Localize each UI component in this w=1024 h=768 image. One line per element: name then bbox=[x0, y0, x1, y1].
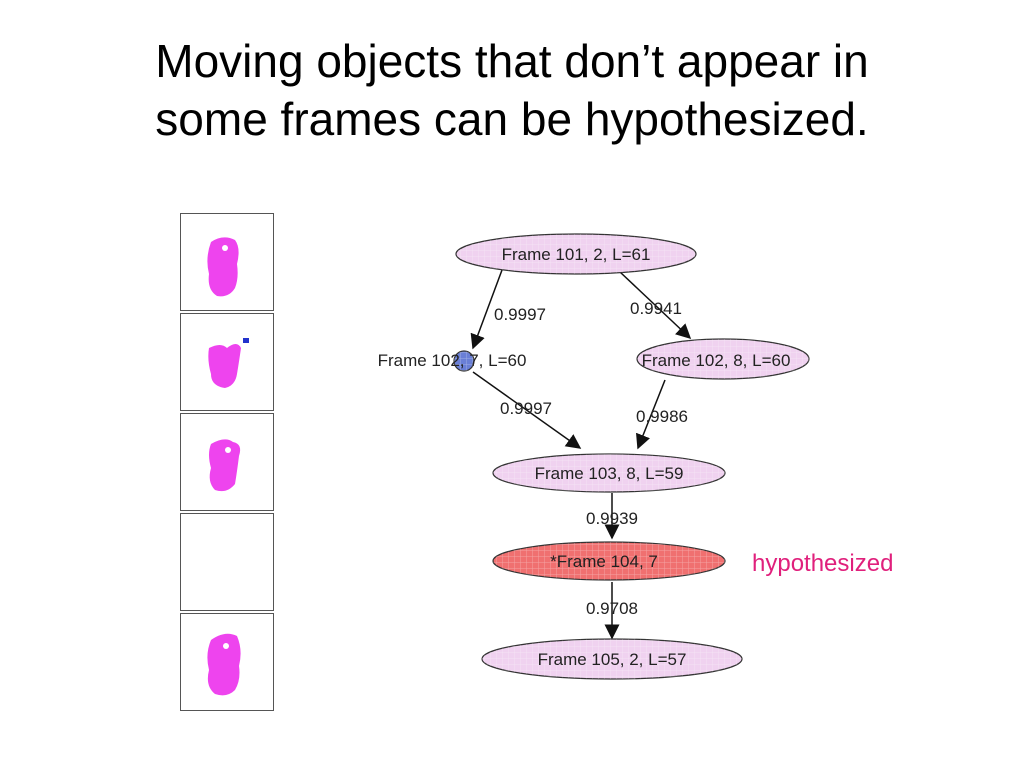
frame-thumbnail bbox=[180, 413, 274, 511]
frame-strip bbox=[180, 213, 274, 713]
edge-weight-102b-103: 0.9986 bbox=[636, 407, 688, 426]
frame-thumbnail bbox=[180, 613, 274, 711]
edge-weight-101-102a: 0.9997 bbox=[494, 305, 546, 324]
frame-5-image bbox=[207, 633, 241, 696]
edge-weight-103-104: 0.9939 bbox=[586, 509, 638, 528]
frame-1-image bbox=[207, 237, 239, 297]
blob-hole bbox=[223, 643, 229, 649]
blob-hole bbox=[222, 245, 228, 251]
slide-title: Moving objects that don’t appear in some… bbox=[0, 32, 1024, 148]
node-frame-102b-texture bbox=[637, 339, 809, 379]
frame-thumbnail bbox=[180, 313, 274, 411]
node-label-frame-101: Frame 101, 2, L=61 bbox=[502, 245, 651, 264]
node-frame-103-texture bbox=[493, 454, 725, 492]
blob-hole bbox=[225, 447, 231, 453]
node-frame-101-texture bbox=[456, 234, 696, 274]
edge-102a-103 bbox=[472, 371, 582, 449]
hypothesized-annotation: hypothesized bbox=[752, 550, 894, 577]
moving-object-blob bbox=[207, 633, 241, 696]
tracking-graph: Frame 101, 2, L=61 Frame 102, 7, L=60 Fr… bbox=[378, 233, 810, 680]
title-line-1: Moving objects that don’t appear in bbox=[155, 35, 869, 87]
node-label-frame-105: Frame 105, 2, L=57 bbox=[538, 650, 687, 669]
node-frame-102a-texture bbox=[454, 351, 474, 371]
edge-102b-103 bbox=[636, 379, 666, 450]
node-label-frame-102a: Frame 102, 7, L=60 bbox=[378, 351, 527, 370]
node-frame-105-texture bbox=[482, 639, 742, 679]
node-frame-104-texture bbox=[493, 542, 725, 580]
frame-thumbnail bbox=[180, 213, 274, 311]
title-line-2: some frames can be hypothesized. bbox=[155, 93, 869, 145]
frame-thumbnail-empty bbox=[180, 513, 274, 611]
graph-nodes bbox=[453, 233, 810, 680]
edge-101-102a bbox=[470, 269, 503, 350]
edge-weight-102a-103: 0.9997 bbox=[500, 399, 552, 418]
moving-object-blob bbox=[209, 439, 241, 492]
edge-weight-104-105: 0.9708 bbox=[586, 599, 638, 618]
edge-weight-101-102b: 0.9941 bbox=[630, 299, 682, 318]
frame-3-image bbox=[209, 439, 241, 492]
node-label-frame-104: *Frame 104, 7 bbox=[550, 552, 658, 571]
graph-edges bbox=[470, 269, 692, 640]
node-label-frame-102b: Frame 102, 8, L=60 bbox=[642, 351, 791, 370]
node-label-frame-103: Frame 103, 8, L=59 bbox=[535, 464, 684, 483]
secondary-blob bbox=[243, 338, 249, 343]
edge-101-102b bbox=[619, 271, 692, 340]
moving-object-blob bbox=[207, 237, 239, 297]
node-labels: Frame 101, 2, L=61 Frame 102, 7, L=60 Fr… bbox=[378, 245, 791, 669]
frame-2-image bbox=[208, 338, 249, 388]
moving-object-blob bbox=[208, 344, 241, 388]
edge-weights: 0.9997 0.9941 0.9997 0.9986 0.9939 0.970… bbox=[494, 299, 688, 618]
